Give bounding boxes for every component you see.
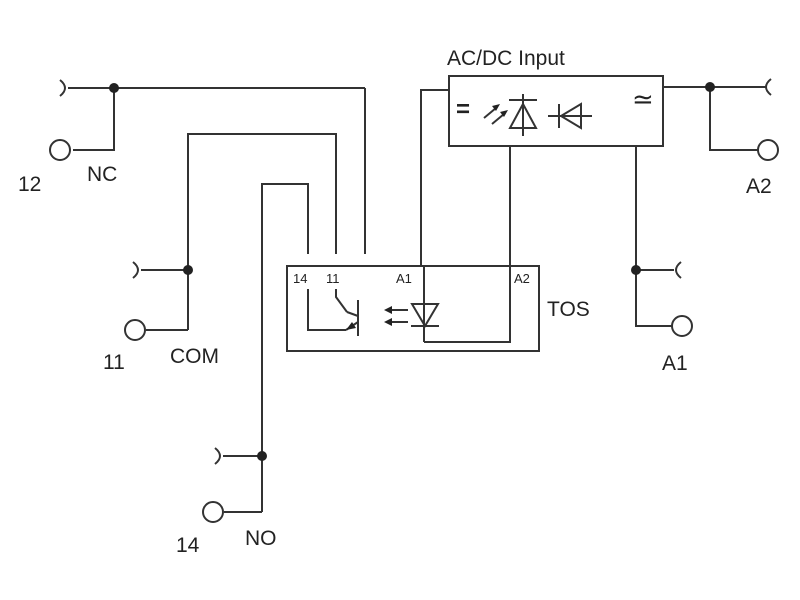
rectifier-diode-icon xyxy=(548,102,592,130)
input-wire-to-a1 xyxy=(420,89,449,266)
tos-label: TOS xyxy=(547,298,590,321)
nc-circuit: 12 NC xyxy=(18,79,366,254)
com-wire-to-relay xyxy=(187,133,337,330)
ac-dc-input-block: AC/DC Input = ≃ xyxy=(420,47,664,266)
a1-terminal-name: A1 xyxy=(662,352,688,375)
dc-symbol: = xyxy=(456,96,470,123)
pin-label-a1: A1 xyxy=(396,271,412,286)
optical-coupling-arrows-icon xyxy=(384,306,408,326)
nc-terminal-name: NC xyxy=(87,163,117,186)
a2-plug-terminal xyxy=(765,78,772,96)
phototransistor-icon xyxy=(307,289,359,336)
nc-plug-terminal xyxy=(59,79,66,97)
nc-junction-dot xyxy=(109,83,119,93)
a2-wire-to-terminal xyxy=(709,87,758,151)
com-junction-dot xyxy=(183,265,193,275)
no-junction-dot xyxy=(257,451,267,461)
pin-label-14: 14 xyxy=(293,271,307,286)
no-plug-terminal xyxy=(214,447,221,465)
ac-symbol: ≃ xyxy=(632,84,654,114)
a1-wire-down xyxy=(635,146,672,327)
a1-junction-dot xyxy=(631,265,641,275)
nc-wire-to-terminal xyxy=(73,88,115,151)
light-emission-arrows-icon xyxy=(483,104,508,125)
com-plug-terminal xyxy=(132,261,139,279)
a2-screw-terminal[interactable] xyxy=(757,139,779,161)
led-diode-icon xyxy=(410,266,511,343)
no-circuit: 14 NO xyxy=(176,183,309,557)
a1-plug-terminal xyxy=(675,261,682,279)
no-screw-terminal[interactable] xyxy=(202,501,224,523)
tos-relay-block: 14 11 A1 A2 TOS xyxy=(286,265,590,352)
a1-circuit: A1 xyxy=(631,146,693,375)
nc-terminal-number: 12 xyxy=(18,173,41,196)
a2-circuit: A2 xyxy=(663,78,779,198)
nc-screw-terminal[interactable] xyxy=(49,139,71,161)
com-circuit: 11 COM xyxy=(103,133,337,374)
no-terminal-number: 14 xyxy=(176,534,200,557)
input-led-icon xyxy=(508,94,538,136)
tos-relay-box xyxy=(286,265,540,352)
com-screw-terminal[interactable] xyxy=(124,319,146,341)
no-terminal-name: NO xyxy=(245,527,277,550)
pin-label-11: 11 xyxy=(326,271,340,286)
a2-junction-dot xyxy=(705,82,715,92)
input-block-title: AC/DC Input xyxy=(447,47,565,70)
a1-screw-terminal[interactable] xyxy=(671,315,693,337)
com-terminal-number: 11 xyxy=(103,351,125,374)
input-block-box xyxy=(448,75,664,147)
pin-label-a2: A2 xyxy=(514,271,530,286)
a2-terminal-name: A2 xyxy=(746,175,772,198)
com-terminal-name: COM xyxy=(170,345,219,368)
no-wire-to-relay xyxy=(261,183,309,512)
